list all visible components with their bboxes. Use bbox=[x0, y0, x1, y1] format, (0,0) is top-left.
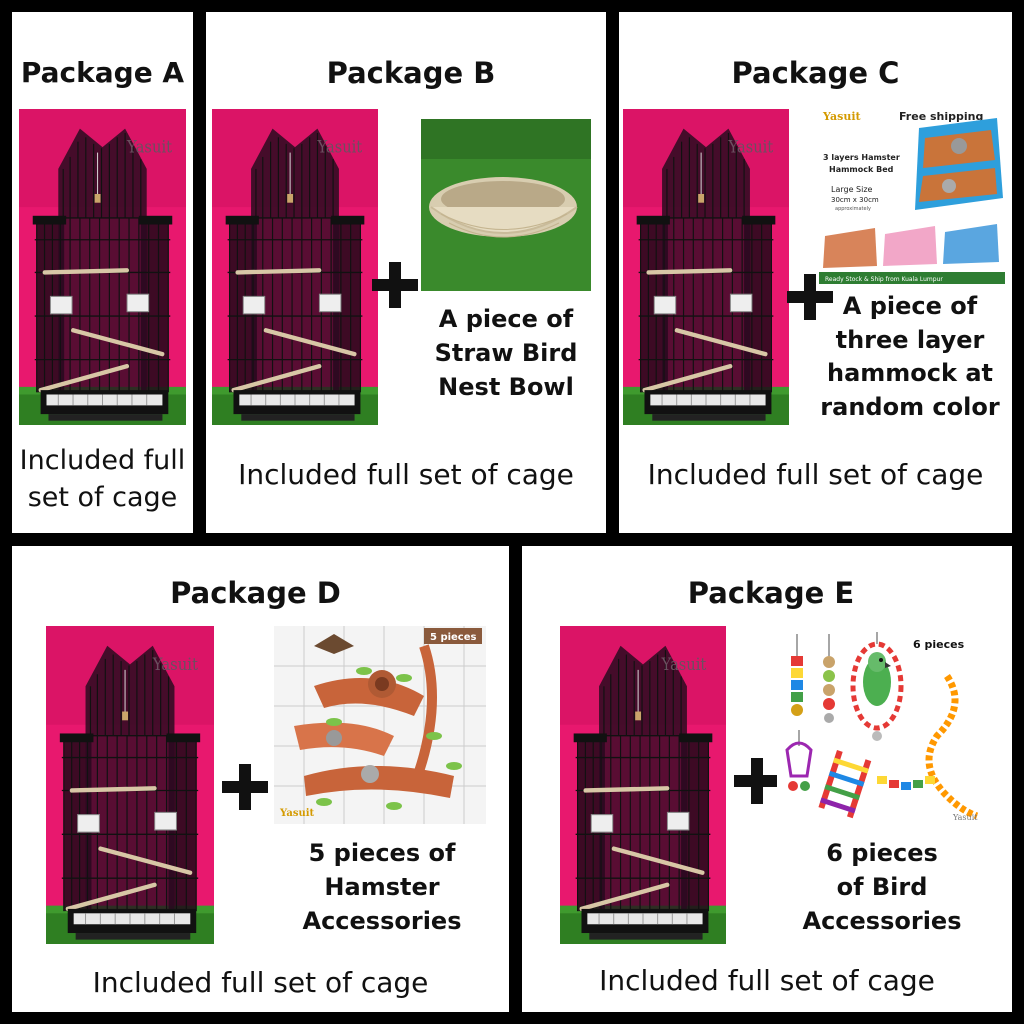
svg-text:6 pieces: 6 pieces bbox=[913, 638, 965, 651]
package-a-panel: Package A Yasuit Included full set of ca… bbox=[12, 12, 193, 533]
package-b-title: Package B bbox=[326, 56, 496, 90]
cage-image: Yasuit bbox=[19, 109, 186, 425]
package-d-accessory-text: 5 pieces of Hamster Accessories bbox=[302, 839, 462, 936]
package-e-accessory-text: 6 pieces of Bird Accessories bbox=[802, 839, 962, 936]
package-a-title: Package A bbox=[20, 56, 185, 89]
package-e-panel: Package E Yasuit 6 pieces bbox=[522, 546, 1012, 1012]
svg-text:Free shipping: Free shipping bbox=[899, 110, 983, 123]
plus-icon bbox=[372, 262, 418, 308]
svg-text:30cm x 30cm: 30cm x 30cm bbox=[831, 196, 879, 204]
svg-text:Ready Stock & Ship from Kuala: Ready Stock & Ship from Kuala Lumpur bbox=[825, 276, 943, 283]
hamster-accessories-image: 5 pieces Yasuit bbox=[274, 626, 486, 824]
cage-image: Yasuit bbox=[212, 109, 378, 425]
svg-text:approximately: approximately bbox=[835, 206, 871, 212]
svg-text:Yasuit: Yasuit bbox=[822, 110, 861, 123]
package-a-caption: Included full set of cage bbox=[19, 445, 186, 514]
svg-text:Hammock Bed: Hammock Bed bbox=[829, 165, 894, 174]
package-b-accessory-text: A piece of Straw Bird Nest Bowl bbox=[434, 305, 578, 402]
straw-nest-bowl-image bbox=[421, 119, 591, 291]
svg-text:5 pieces: 5 pieces bbox=[430, 632, 477, 643]
package-e-caption: Included full set of cage bbox=[599, 964, 935, 997]
svg-text:3 layers Hamster: 3 layers Hamster bbox=[823, 153, 900, 162]
bird-toys-image: 6 pieces bbox=[777, 626, 987, 824]
package-b-caption: Included full set of cage bbox=[238, 458, 574, 491]
watermark: Yasuit bbox=[661, 655, 707, 674]
svg-text:Large Size: Large Size bbox=[831, 185, 873, 194]
plus-icon bbox=[787, 274, 833, 320]
watermark: Yasuit bbox=[152, 654, 199, 674]
plus-icon bbox=[734, 758, 780, 804]
package-d-title: Package D bbox=[170, 576, 341, 610]
watermark: Yasuit bbox=[317, 138, 363, 157]
package-c-caption: Included full set of cage bbox=[647, 458, 984, 491]
package-b-panel: Package B Yasuit A piece of Straw Bird N… bbox=[206, 12, 606, 533]
svg-text:Yasuit: Yasuit bbox=[952, 813, 978, 822]
svg-text:Yasuit: Yasuit bbox=[279, 808, 315, 819]
package-c-title: Package C bbox=[731, 56, 900, 90]
plus-icon bbox=[222, 764, 268, 810]
package-c-accessory-text: A piece of three layer hammock at random… bbox=[820, 292, 1000, 421]
cage-image: Yasuit bbox=[46, 626, 214, 944]
cage-image: Yasuit bbox=[560, 626, 726, 944]
hammock-image: Yasuit Free shipping 3 layers Hamster Ha… bbox=[819, 98, 1005, 290]
package-e-title: Package E bbox=[687, 576, 855, 610]
watermark: Yasuit bbox=[728, 138, 774, 157]
watermark: Yasuit bbox=[126, 138, 173, 157]
cage-image: Yasuit bbox=[623, 109, 789, 425]
package-d-caption: Included full set of cage bbox=[92, 966, 429, 999]
package-c-panel: Package C Yasuit Yasuit Free shipping 3 … bbox=[619, 12, 1012, 533]
package-d-panel: Package D Yasuit 5 pieces bbox=[12, 546, 509, 1012]
